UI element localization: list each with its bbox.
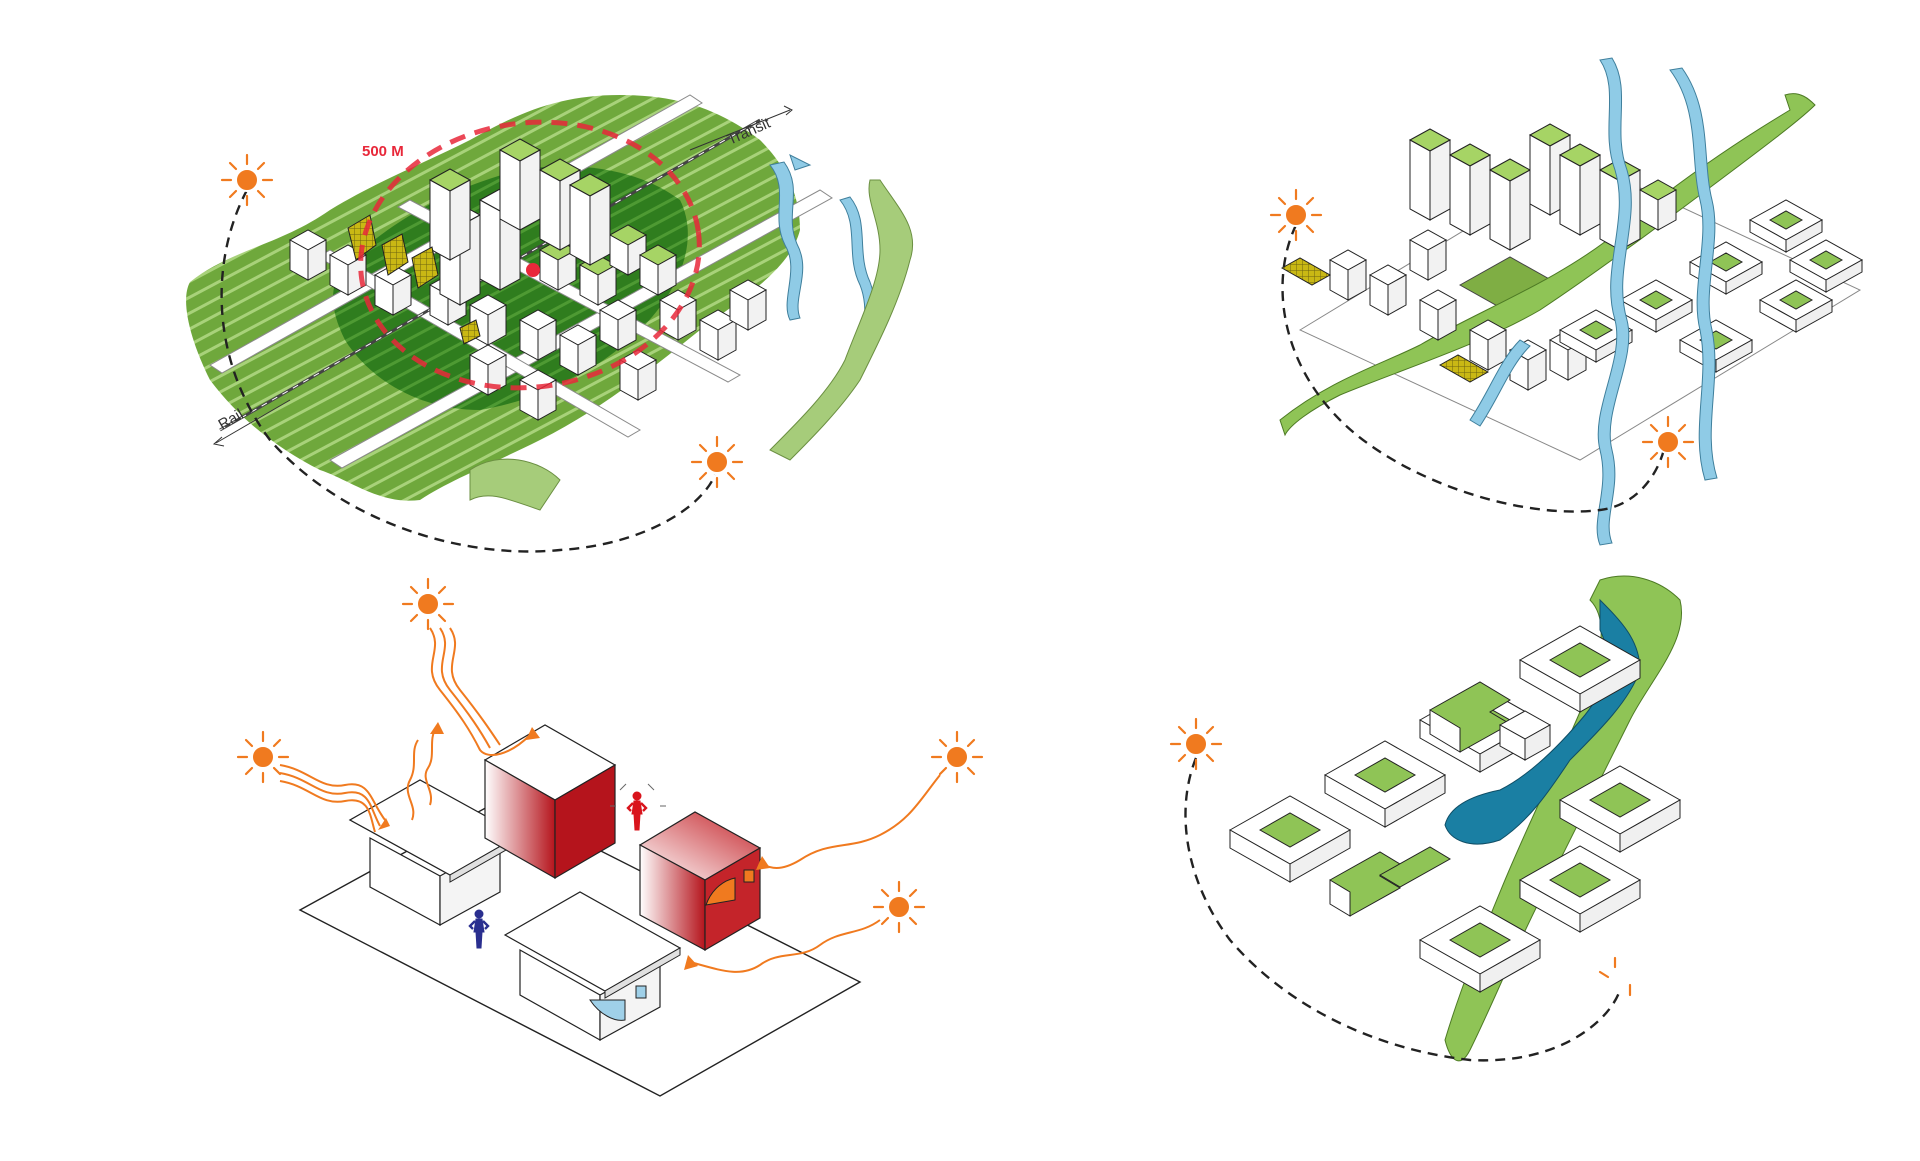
green-corridors	[469, 179, 914, 511]
sun-icon	[1641, 415, 1695, 469]
sun-icon	[930, 730, 984, 784]
solar-panels	[1280, 257, 1332, 286]
courtyard-river-diagram	[1169, 575, 1682, 1062]
white-house	[348, 779, 522, 927]
person-hot	[626, 790, 648, 832]
curved-window	[705, 877, 736, 906]
sun-icon	[1269, 188, 1323, 242]
curved-window	[589, 999, 626, 1021]
rail-arrow	[212, 399, 291, 447]
heated-building	[638, 811, 762, 952]
transit-arrow	[689, 105, 793, 151]
city-fabric-diagram	[1269, 57, 1863, 546]
heated-building	[483, 724, 617, 880]
rivers	[1469, 57, 1718, 546]
window	[635, 985, 647, 999]
window	[743, 869, 755, 883]
white-house	[503, 891, 682, 1042]
sun-partial-icon	[1598, 956, 1632, 997]
plain-block	[1498, 710, 1552, 761]
sun-icon	[236, 730, 290, 784]
station-point	[526, 263, 540, 277]
sun-path-arc	[1184, 757, 1622, 1062]
tod-diagram: 500 M Transit Rail	[186, 94, 914, 553]
sun-icon	[690, 435, 744, 489]
green-corridor	[1279, 93, 1816, 437]
sun-icon	[401, 577, 455, 631]
sun-icon	[1169, 717, 1223, 771]
radius-label: 500 M	[362, 143, 404, 160]
building-heat-diagram	[236, 577, 984, 1097]
heat-rays	[279, 627, 941, 973]
walking-radius-ring	[358, 119, 702, 391]
sun-path-arc	[220, 189, 717, 553]
sun-icon	[220, 153, 274, 207]
sun-path-arc	[1281, 224, 1667, 513]
heat-radiation-marks	[610, 783, 666, 807]
sun-icon	[872, 880, 926, 934]
solar-panels	[1438, 354, 1490, 383]
l-shaped-blocks	[1329, 681, 1511, 917]
heat-ray-arrowheads	[378, 722, 770, 970]
